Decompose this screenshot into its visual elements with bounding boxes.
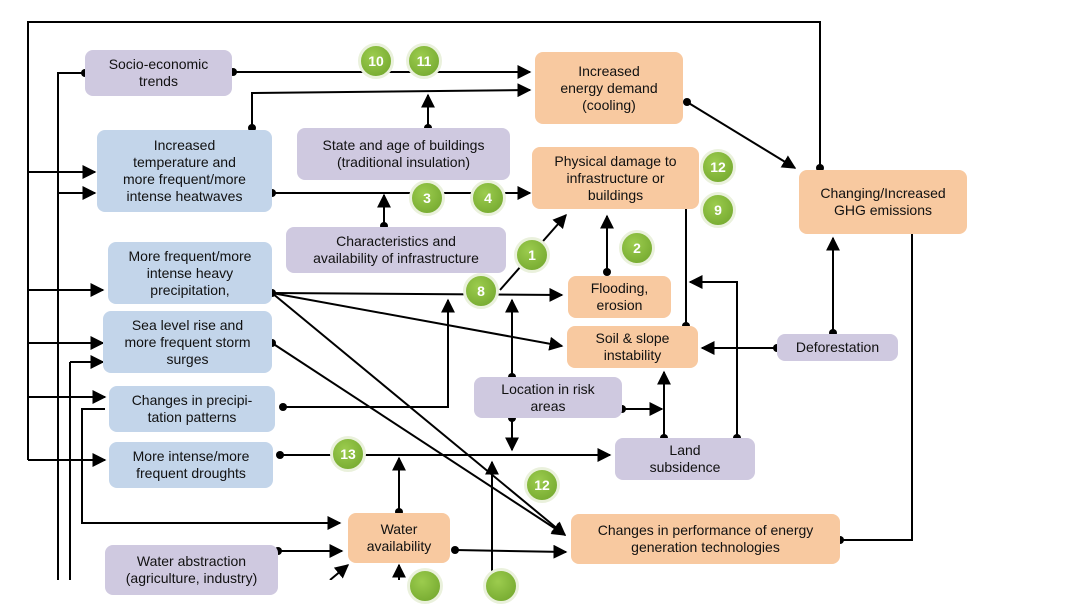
badge-1: 1: [514, 237, 550, 273]
feedback-loop-line: [27, 21, 824, 460]
impact-chain-diagram: Socio-economic trends Increased energy d…: [27, 21, 967, 604]
badge-13: 13: [330, 436, 366, 472]
badge-partial-right: [483, 568, 519, 604]
badge-partial-left: [407, 568, 443, 604]
flooding-erosion-box: Flooding, erosion: [568, 276, 671, 318]
location-risk-areas-box: Location in risk areas: [474, 377, 622, 418]
energy-technologies-box: Changes in performance of energy generat…: [571, 514, 840, 564]
socio-economic-trends-box: Socio-economic trends: [85, 50, 232, 96]
badge-12-top: 12: [700, 149, 736, 185]
ghg-emissions-box: Changing/Increased GHG emissions: [799, 170, 967, 234]
sea-level-rise-box: Sea level rise and more frequent storm s…: [103, 311, 272, 373]
physical-damage-box: Physical damage to infrastructure or bui…: [532, 147, 699, 209]
badge-12-bottom: 12: [524, 467, 560, 503]
badge-2: 2: [619, 230, 655, 266]
soil-slope-instability-box: Soil & slope instability: [567, 326, 698, 368]
deforestation-box: Deforestation: [777, 334, 898, 361]
precipitation-patterns-box: Changes in precipi- tation patterns: [109, 386, 275, 432]
water-abstraction-box: Water abstraction (agriculture, industry…: [105, 545, 278, 595]
temperature-heatwaves-box: Increased temperature and more frequent/…: [97, 130, 272, 212]
buildings-state-box: State and age of buildings (traditional …: [297, 128, 510, 180]
water-availability-box: Water availability: [348, 513, 450, 563]
badge-4: 4: [470, 180, 506, 216]
badge-8: 8: [463, 273, 499, 309]
droughts-box: More intense/more frequent droughts: [109, 442, 273, 488]
badge-3: 3: [409, 180, 445, 216]
badge-10: 10: [358, 43, 394, 79]
heavy-precipitation-box: More frequent/more intense heavy precipi…: [108, 242, 272, 304]
badge-11: 11: [406, 43, 442, 79]
infrastructure-characteristics-box: Characteristics and availability of infr…: [286, 227, 506, 273]
badge-9: 9: [700, 192, 736, 228]
land-subsidence-box: Land subsidence: [615, 438, 755, 480]
energy-demand-box: Increased energy demand (cooling): [535, 52, 683, 124]
